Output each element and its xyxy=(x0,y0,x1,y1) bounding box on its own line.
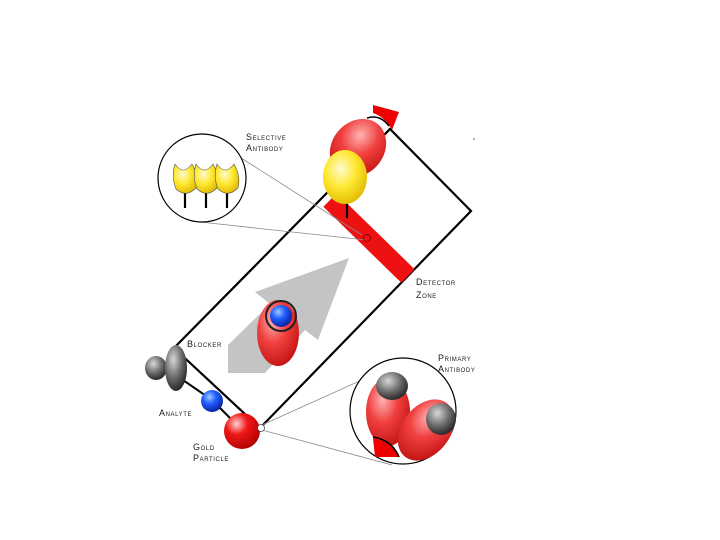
detector-antibody-complex xyxy=(323,105,399,218)
analyte-icon xyxy=(265,300,297,332)
primary-antibody-group xyxy=(366,372,456,461)
antibody-tip-icon xyxy=(426,403,456,435)
label-line: Selective xyxy=(246,132,287,142)
gold-particle-icon xyxy=(224,413,260,449)
blocker-icon xyxy=(145,356,167,380)
label-line: Detector xyxy=(416,277,456,287)
selective-antibody-icon xyxy=(214,163,240,194)
selective-antibody-group xyxy=(172,163,240,208)
primary-antibody-callout-line-lower xyxy=(261,429,393,466)
antibody-cap-icon xyxy=(373,438,399,457)
selective-antibody-callout-line-lower xyxy=(199,221,367,241)
detector-zone-band xyxy=(323,193,415,283)
conjugate-chain xyxy=(145,345,265,449)
label-line: Antibody xyxy=(246,143,284,153)
detector-spot xyxy=(363,234,371,242)
antibody-tip-icon xyxy=(376,372,408,400)
label-primary-antibody: Primary Antibody xyxy=(438,353,475,375)
analyte-icon xyxy=(270,305,292,327)
label-detector-zone: Detector Zone xyxy=(416,277,456,301)
label-line: Gold xyxy=(193,442,215,452)
analyte-icon xyxy=(201,390,223,412)
selective-antibody-icon xyxy=(172,163,198,194)
label-line: Zone xyxy=(416,290,437,300)
selective-antibody-icon xyxy=(193,163,219,194)
stray-dot xyxy=(473,138,475,140)
antibody-cap-arc xyxy=(372,436,400,458)
test-strip-outline xyxy=(172,127,473,430)
label-selective-antibody: Selective Antibody xyxy=(246,132,286,154)
label-line: Particle xyxy=(193,453,230,463)
label-line: Primary xyxy=(438,353,472,363)
label-gold-particle: Gold Particle xyxy=(193,442,229,464)
antibody-cap-arc xyxy=(366,116,390,127)
label-blocker: Blocker xyxy=(187,339,222,349)
selective-antibody-icon xyxy=(323,150,367,204)
label-line: Antibody xyxy=(438,364,476,374)
migrating-complex xyxy=(257,300,299,366)
blocker-icon xyxy=(165,345,187,391)
gold-particle-marker xyxy=(257,424,265,432)
antibody-cap-icon xyxy=(373,105,399,130)
label-analyte: Analyte xyxy=(159,408,193,418)
